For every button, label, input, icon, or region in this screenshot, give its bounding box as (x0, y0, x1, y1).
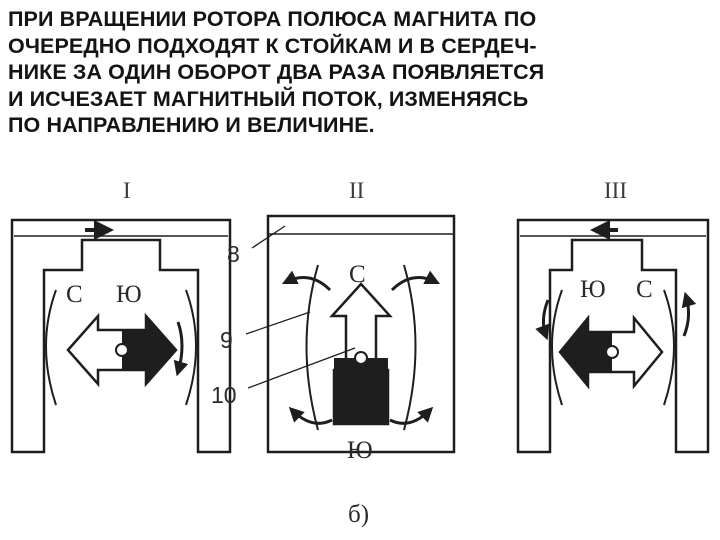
callout-9-leader (245, 311, 311, 335)
panel-1-pole-right-label: Ю (116, 281, 142, 308)
description-text: ПРИ ВРАЩЕНИИ РОТОРА ПОЛЮСА МАГНИТА ПО ОЧ… (8, 6, 714, 139)
panel-2-pole-bottom-label: Ю (347, 437, 373, 464)
subfigure-label: б) (348, 501, 369, 528)
panel-1-right-pole-shoe (185, 289, 197, 406)
panel-3-numeral: III (604, 178, 627, 203)
panel-1-core (10, 218, 232, 454)
panel-2-core (266, 214, 456, 454)
panel-3-core (516, 218, 710, 454)
callout-9-label: 9 (220, 327, 233, 353)
heading-line-2: ОЧЕРЕДНО ПОДХОДЯТ К СТОЙКАМ И В СЕРДЕЧ- (8, 33, 537, 58)
panel-2-flux-arrow-upper-left-icon (281, 270, 332, 292)
heading-line-1: ПРИ ВРАЩЕНИИ РОТОРА ПОЛЮСА МАГНИТА ПО (8, 7, 537, 31)
panel-2-right-pole-shoe (403, 264, 417, 431)
callout-8-leader (251, 225, 286, 249)
heading-line-5: ПО НАПРАВЛЕНИЮ И ВЕЛИЧИНЕ. (8, 113, 375, 137)
panel-1-pole-left-label: С (66, 281, 83, 308)
panel-1-rotation-arrow-icon (173, 321, 189, 377)
panel-1-rotor-dark-half (122, 316, 176, 384)
panel-3-right-pole-shoe (663, 289, 675, 406)
panel-3-rotation-arrow-left-icon (535, 299, 550, 341)
panel-2: II С Ю 8 9 10 (211, 178, 456, 464)
callout-8-label: 8 (227, 241, 240, 267)
panel-1-left-pole-shoe (45, 289, 57, 406)
panel-3-pole-left-label: Ю (580, 276, 606, 303)
panel-2-left-pole-shoe (305, 264, 319, 431)
panel-3-pole-right-label: С (636, 276, 653, 303)
panel-2-rotor-dark-half (334, 358, 388, 424)
panel-3-rotor-shaft (605, 345, 619, 359)
panel-3-left-pole-shoe (551, 289, 563, 406)
callout-10-leader (247, 347, 356, 389)
heading-line-3: НИКЕ ЗА ОДИН ОБОРОТ ДВА РАЗА ПОЯВЛЯЕТСЯ (8, 60, 545, 84)
panel-2-numeral: II (349, 178, 364, 203)
panel-2-flux-arrow-upper-right-icon (390, 270, 441, 292)
panel-2-flux-arrow-lower-left-icon (288, 406, 333, 425)
callout-10-label: 10 (211, 382, 237, 408)
heading-line-4: И ИСЧЕЗАЕТ МАГНИТНЫЙ ПОТОК, ИЗМЕНЯЯСЬ (8, 86, 529, 111)
panel-2-flux-arrow-lower-right-icon (389, 406, 434, 425)
panel-1-numeral: I (123, 178, 131, 203)
panel-1: I С Ю (10, 178, 232, 454)
panel-3-rotation-arrow-right-icon (681, 291, 697, 337)
panel-2-pole-top-label: С (349, 261, 366, 288)
panel-2-rotor-shaft (354, 351, 368, 365)
panel-3: III Ю С (516, 178, 710, 454)
panel-1-rotor-shaft (115, 343, 129, 357)
panel-3-rotor-dark-half (560, 318, 612, 386)
